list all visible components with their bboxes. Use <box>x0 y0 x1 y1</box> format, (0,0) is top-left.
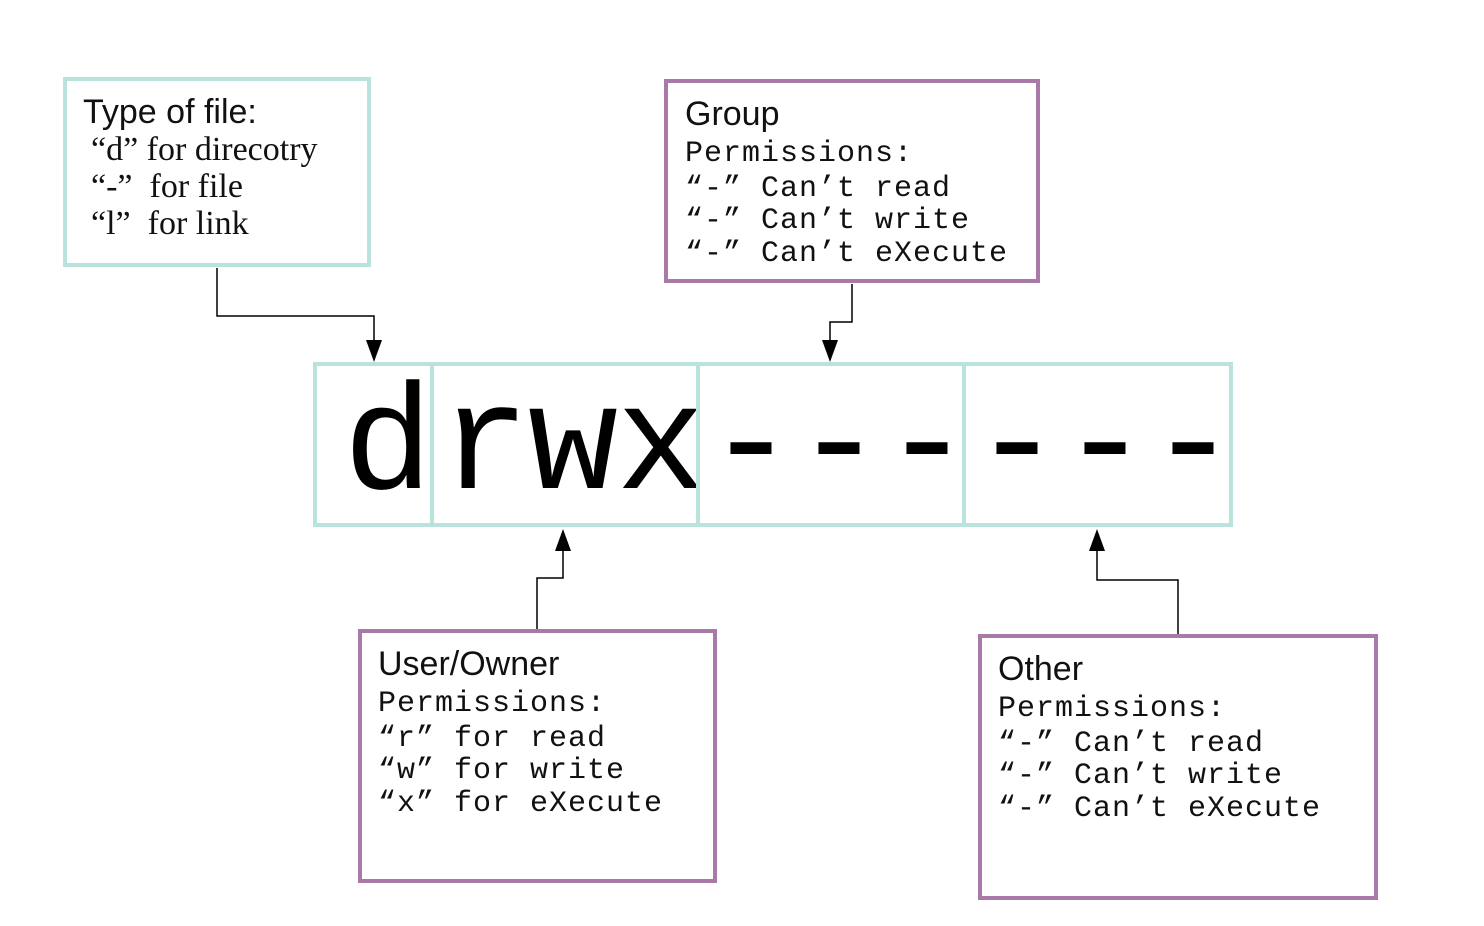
group-permissions-box: Group Permissions: “-” Can’t read “-” Ca… <box>664 79 1040 283</box>
file-type-box: Type of file: “d” for direcotry “-” for … <box>63 77 371 267</box>
owner-line-execute: “x” for eXecute <box>378 787 664 821</box>
type-cell: d <box>313 362 434 527</box>
other-arrow <box>1096 551 1179 634</box>
owner-subtitle: Permissions: <box>378 687 607 721</box>
owner-write-char: w <box>528 364 619 534</box>
other-line-execute: “-” Can’t eXecute <box>998 792 1322 826</box>
group-execute-char: - <box>882 364 973 534</box>
type-char: d <box>343 364 434 534</box>
file-type-line-directory: “d” for direcotry <box>91 131 318 168</box>
other-permissions-box: Other Permissions: “-” Can’t read “-” Ca… <box>978 634 1378 900</box>
file-type-line-file: “-” for file <box>91 168 243 205</box>
group-subtitle: Permissions: <box>685 137 914 171</box>
owner-arrowhead <box>555 529 571 551</box>
owner-title: User/Owner <box>378 645 560 683</box>
other-line-write: “-” Can’t write <box>998 759 1284 793</box>
other-read-char: - <box>972 364 1063 534</box>
owner-cell: r w x <box>430 362 706 534</box>
owner-execute-char: x <box>616 364 707 534</box>
file-type-line-link: “l” for link <box>91 205 249 242</box>
other-cell: - - - <box>962 362 1238 534</box>
group-line-execute: “-” Can’t eXecute <box>685 237 1009 271</box>
owner-permissions-box: User/Owner Permissions: “r” for read “w”… <box>358 629 717 883</box>
group-title: Group <box>685 95 780 133</box>
group-read-char: - <box>706 364 797 534</box>
other-subtitle: Permissions: <box>998 692 1227 726</box>
group-arrow <box>829 284 853 340</box>
owner-arrow <box>536 551 564 629</box>
file-type-title: Type of file: <box>83 93 257 131</box>
group-cell: - - - <box>696 362 972 534</box>
other-write-char: - <box>1060 364 1151 534</box>
other-title: Other <box>998 650 1084 688</box>
owner-line-write: “w” for write <box>378 754 626 788</box>
group-line-write: “-” Can’t write <box>685 204 971 238</box>
file-type-arrow <box>216 268 375 340</box>
owner-read-char: r <box>440 364 531 534</box>
owner-line-read: “r” for read <box>378 722 607 756</box>
group-arrowhead <box>822 340 838 362</box>
permission-string: d r w x - - - - - - <box>313 362 1238 534</box>
group-line-read: “-” Can’t read <box>685 172 952 206</box>
file-type-arrowhead <box>366 340 382 362</box>
other-arrowhead <box>1089 529 1105 551</box>
other-line-read: “-” Can’t read <box>998 727 1265 761</box>
group-write-char: - <box>794 364 885 534</box>
other-execute-char: - <box>1148 364 1239 534</box>
